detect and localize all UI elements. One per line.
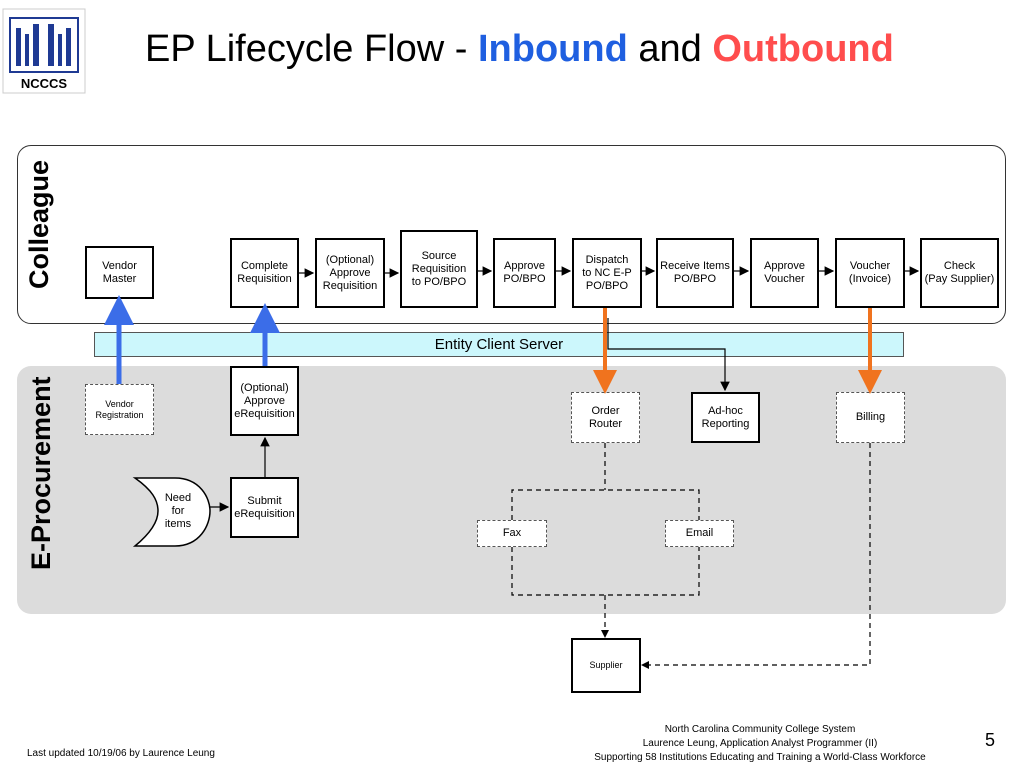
receive-items-box: Receive Items PO/BPO xyxy=(656,238,734,308)
voucher-box: Voucher (Invoice) xyxy=(835,238,905,308)
title-inbound: Inbound xyxy=(477,28,628,70)
footer-org-line1: North Carolina Community College System xyxy=(664,724,856,735)
vendor-master-box: Vendor Master xyxy=(85,246,154,299)
submit-ereq-box: Submit eRequisition xyxy=(230,477,299,538)
footer-org-line2: Laurence Leung, Application Analyst Prog… xyxy=(642,738,878,749)
approve-voucher-box: Approve Voucher xyxy=(750,238,819,308)
billing-box: Billing xyxy=(836,392,905,443)
vendor-registration-box: Vendor Registration xyxy=(85,384,154,435)
title-prefix: EP Lifecycle Flow - xyxy=(145,28,478,70)
approve-po-box: Approve PO/BPO xyxy=(493,238,556,308)
supplier-box: Supplier xyxy=(571,638,641,693)
ncccs-logo: NCCCS xyxy=(2,8,86,94)
footer-last-updated: Last updated 10/19/06 by Laurence Leung xyxy=(27,748,215,759)
page-title: EP Lifecycle Flow - Inbound and Outbound xyxy=(145,28,894,71)
optional-approve-requisition-box: (Optional) Approve Requisition xyxy=(315,238,385,308)
check-box: Check (Pay Supplier) xyxy=(920,238,999,308)
footer-org-info: North Carolina Community College System … xyxy=(560,723,960,765)
colleague-lane-label: Colleague xyxy=(24,159,54,289)
page-number: 5 xyxy=(985,730,996,750)
logo-text: NCCCS xyxy=(21,76,68,91)
need-for-items-label: Need for items xyxy=(164,492,192,530)
adhoc-reporting-box: Ad-hoc Reporting xyxy=(691,392,760,443)
eprocurement-lane-label: E-Procurement xyxy=(26,376,56,570)
optional-approve-ereq-box: (Optional) Approve eRequisition xyxy=(230,366,299,436)
footer-org-line3: Supporting 58 Institutions Educating and… xyxy=(594,752,926,763)
email-box: Email xyxy=(665,520,734,547)
dispatch-box: Dispatch to NC E-P PO/BPO xyxy=(572,238,642,308)
order-router-box: Order Router xyxy=(571,392,640,443)
title-outbound: Outbound xyxy=(712,28,894,70)
entity-client-server-bar: Entity Client Server xyxy=(94,332,904,357)
complete-requisition-box: Complete Requisition xyxy=(230,238,299,308)
fax-box: Fax xyxy=(477,520,547,547)
title-and: and xyxy=(627,28,713,70)
source-requisition-box: Source Requisition to PO/BPO xyxy=(400,230,478,308)
